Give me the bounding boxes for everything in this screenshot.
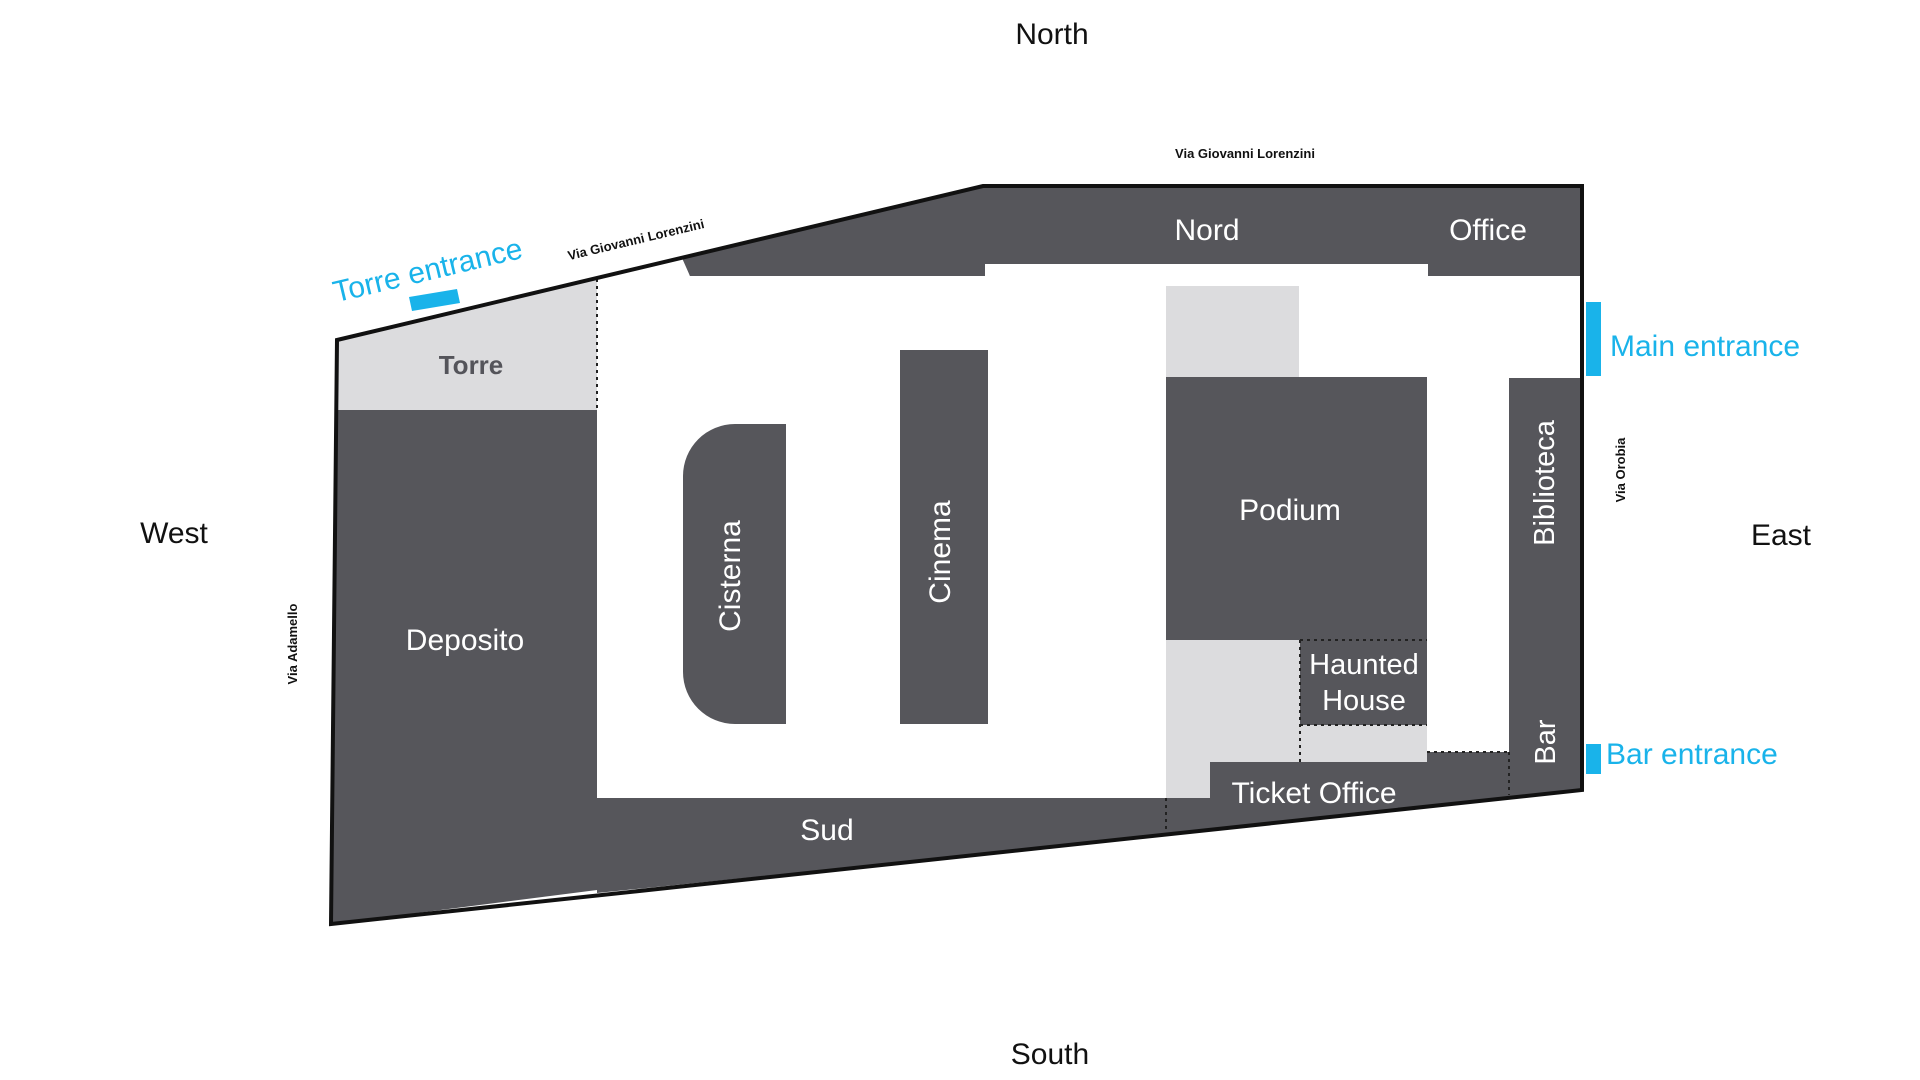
- podium-upper-lightarea: [1166, 286, 1299, 377]
- ticket-office-ext: [1427, 752, 1509, 762]
- street-west: Via Adamello: [285, 603, 300, 684]
- compass-west: West: [140, 517, 208, 550]
- compass-east: East: [1751, 519, 1812, 552]
- deposito-room[interactable]: [331, 410, 597, 924]
- biblioteca-label: Biblioteca: [1529, 419, 1561, 546]
- cinema-room[interactable]: [900, 350, 988, 724]
- building-outline: [328, 184, 1584, 927]
- main-entrance-label[interactable]: Main entrance: [1610, 330, 1800, 363]
- torre-entrance-marker[interactable]: [409, 289, 460, 311]
- nord-room-body: [985, 186, 1431, 264]
- cisterna-room[interactable]: [683, 424, 786, 724]
- office-room[interactable]: [1428, 186, 1582, 276]
- bar-label: Bar: [1530, 719, 1562, 764]
- biblioteca-room[interactable]: [1509, 378, 1582, 762]
- street-north-top: Via Giovanni Lorenzini: [1175, 146, 1315, 161]
- bar-entrance-marker[interactable]: [1586, 744, 1601, 774]
- nord-left-strip: [683, 186, 985, 276]
- podium-label: Podium: [1239, 494, 1341, 527]
- ticket-office-label: Ticket Office: [1231, 777, 1396, 810]
- dotted-boundaries: [596, 279, 1510, 835]
- torre-label: Torre: [439, 350, 504, 380]
- compass-north: North: [1015, 18, 1088, 51]
- haunted-house-label-line2: House: [1322, 685, 1406, 717]
- ticket-office-room[interactable]: [1166, 762, 1582, 835]
- cinema-label: Cinema: [924, 500, 957, 604]
- street-east: Via Orobia: [1613, 437, 1628, 503]
- nord-label: Nord: [1174, 214, 1239, 247]
- lower-lightarea: [1166, 640, 1427, 798]
- cisterna-label: Cisterna: [714, 520, 747, 632]
- bar-entrance-label[interactable]: Bar entrance: [1606, 738, 1778, 771]
- office-label: Office: [1449, 214, 1527, 247]
- main-entrance-marker[interactable]: [1586, 302, 1601, 376]
- deposito-label: Deposito: [406, 624, 524, 657]
- sud-room[interactable]: [597, 798, 1166, 893]
- torre-room[interactable]: [337, 279, 597, 410]
- haunted-house-room[interactable]: [1300, 640, 1427, 725]
- compass-south: South: [1011, 1038, 1089, 1071]
- sud-label: Sud: [800, 814, 853, 847]
- podium-room[interactable]: [1166, 377, 1427, 640]
- haunted-house-label-line1: Haunted: [1309, 649, 1419, 681]
